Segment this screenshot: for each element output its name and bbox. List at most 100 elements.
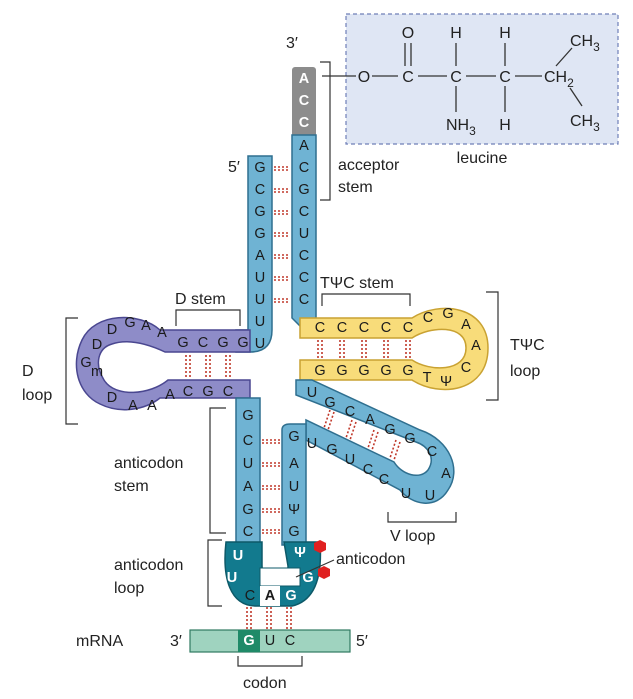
acceptor-stem-bonds (274, 166, 290, 303)
codon-base: C (285, 633, 295, 649)
red-hexagon-icon (318, 566, 330, 579)
nucleotide: G (324, 395, 335, 411)
anticodon-stem-right-ribbon (281, 423, 307, 546)
nucleotide: U (289, 479, 299, 495)
leucine-background (345, 13, 619, 145)
nucleotide: Ψ (294, 545, 306, 561)
nucleotide: C (243, 524, 253, 540)
methylene: CH2 (544, 69, 574, 90)
nucleotide: A (128, 398, 138, 414)
ester-oxygen: O (358, 69, 370, 86)
nucleotide: C (299, 204, 309, 220)
nucleotide-modifier: m (91, 364, 103, 380)
nucleotide: C (243, 433, 253, 449)
nucleotide: G (254, 160, 265, 176)
nucleotide: C (461, 360, 471, 376)
nucleotide: G (302, 570, 313, 586)
d-loop-bracket (65, 317, 78, 425)
anticodon-pointer (295, 559, 335, 578)
tpsic-stem-label: TΨC stem (320, 275, 394, 292)
codon-anticodon-bonds (246, 607, 292, 630)
nucleotide: U (227, 570, 237, 586)
nucleotide: G (242, 408, 253, 424)
variable-arm-ribbon (295, 379, 455, 504)
anticodon-label: anticodon (336, 551, 405, 568)
nucleotides: A C C A C G C U C C C G C G G A U U U G … (80, 71, 481, 649)
nucleotide: C (379, 472, 389, 488)
three-prime-label: 3′ (286, 35, 298, 52)
nucleotide: G (202, 384, 213, 400)
nucleotide: C (299, 248, 309, 264)
annotations: 3′ 5′ acceptor stem D stem D loop TΨC st… (22, 35, 545, 692)
anticodon-stem-bracket (209, 407, 226, 534)
nucleotide: G (404, 431, 415, 447)
nucleotide: G (326, 442, 337, 458)
nucleotide: U (243, 456, 253, 472)
nucleotide: U (255, 270, 265, 286)
nucleotide: U (255, 292, 265, 308)
nucleotide: G (177, 335, 188, 351)
nucleotide: G (254, 226, 265, 242)
beta-hydrogen-bottom: H (499, 117, 511, 134)
carbonyl-carbon: C (402, 69, 414, 86)
nucleotide: G (237, 335, 248, 351)
nucleotide: A (165, 387, 175, 403)
anticodon-gap (259, 567, 301, 587)
mrna-strand (189, 629, 351, 653)
methyl-markers (314, 540, 330, 579)
tpsic-loop-bracket (486, 291, 499, 401)
nucleotide: G (442, 306, 453, 322)
nucleotide: D (107, 390, 117, 406)
five-prime-label: 5′ (228, 159, 240, 176)
nucleotide: U (307, 436, 317, 452)
anticodon-a-highlight (260, 586, 280, 606)
anticodon-base: G (285, 588, 296, 604)
d-loop-label-line1: D (22, 363, 34, 380)
leucine-box: O O C C C H H H NH3 CH3 CH2 CH3 leucine (322, 13, 619, 167)
nucleotide: G (124, 315, 135, 331)
red-hexagon-icon (314, 540, 326, 553)
codon-base: G (243, 633, 254, 649)
codon-first-base-highlight (238, 630, 260, 652)
nucleotide: A (243, 479, 253, 495)
mrna-3-prime-label: 3′ (170, 633, 182, 650)
nucleotide: A (471, 338, 481, 354)
d-stem-bonds (185, 355, 231, 378)
nucleotide: G (358, 363, 369, 379)
codon-bracket (237, 656, 303, 667)
hydrogen-bonds (185, 166, 411, 630)
nucleotide: Ψ (288, 502, 300, 518)
nucleotide: A (461, 317, 471, 333)
mrna-5-prime-label: 5′ (356, 633, 368, 650)
nucleotide: A (141, 318, 151, 334)
amino-group: NH3 (446, 117, 476, 138)
nucleotide: C (223, 384, 233, 400)
codon-label: codon (243, 675, 287, 692)
nucleotide: C (403, 320, 413, 336)
d-stem-bracket (175, 309, 241, 326)
nucleotide: G (384, 422, 395, 438)
nucleotide: U (401, 486, 411, 502)
anticodon-base: C (245, 588, 255, 604)
nucleotide: U (255, 336, 265, 352)
nucleotide: C (299, 115, 310, 131)
acceptor-stem-bracket (320, 61, 331, 201)
nucleotide: U (233, 548, 243, 564)
nucleotide: C (183, 384, 193, 400)
nucleotide: A (147, 398, 157, 414)
d-arm-ribbon (75, 316, 251, 411)
tpsic-stem-bonds (317, 340, 411, 359)
codon-base: U (265, 633, 275, 649)
nucleotide: C (337, 320, 347, 336)
nucleotide: Ψ (440, 374, 452, 390)
nucleotide: U (425, 488, 435, 504)
nucleotide: C (299, 160, 309, 176)
mrna-label: mRNA (76, 633, 123, 650)
nucleotide: C (363, 462, 373, 478)
tpsic-arm-ribbon (299, 307, 489, 391)
nucleotide: C (315, 320, 325, 336)
tpsic-stem-bracket (321, 293, 411, 306)
tpsic-loop-label-line2: loop (510, 363, 540, 380)
nucleotide: G (217, 335, 228, 351)
